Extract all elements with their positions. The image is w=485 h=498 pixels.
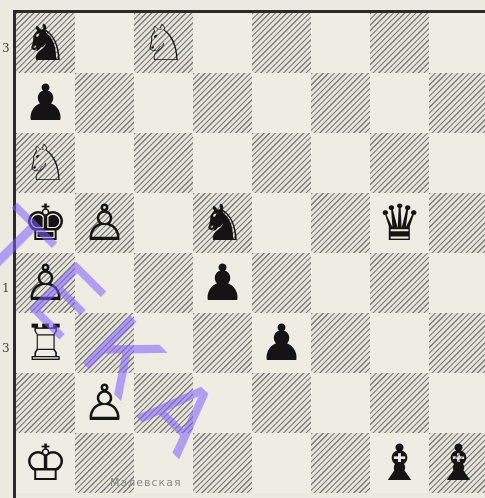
square-b7[interactable] bbox=[75, 73, 134, 133]
black-knight-icon[interactable]: ♞ bbox=[23, 18, 68, 68]
square-h3[interactable] bbox=[429, 313, 485, 373]
white-pawn-icon[interactable]: ♙ bbox=[82, 378, 127, 428]
square-d5[interactable]: ♞ bbox=[193, 193, 252, 253]
square-b2[interactable]: ♙ bbox=[75, 373, 134, 433]
square-c3[interactable] bbox=[134, 313, 193, 373]
square-f1[interactable] bbox=[311, 433, 370, 493]
square-c2[interactable] bbox=[134, 373, 193, 433]
square-g7[interactable] bbox=[370, 73, 429, 133]
black-knight-icon[interactable]: ♞ bbox=[200, 198, 245, 248]
square-e8[interactable] bbox=[252, 13, 311, 73]
square-g1[interactable]: ♝ bbox=[370, 433, 429, 493]
square-h6[interactable] bbox=[429, 133, 485, 193]
square-d8[interactable] bbox=[193, 13, 252, 73]
black-pawn-icon[interactable]: ♟ bbox=[200, 258, 245, 308]
square-h4[interactable] bbox=[429, 253, 485, 313]
square-e4[interactable] bbox=[252, 253, 311, 313]
square-d2[interactable] bbox=[193, 373, 252, 433]
white-pawn-icon[interactable]: ♙ bbox=[23, 258, 68, 308]
square-h5[interactable] bbox=[429, 193, 485, 253]
square-a7[interactable]: ♟ bbox=[16, 73, 75, 133]
square-a1[interactable]: ♔ bbox=[16, 433, 75, 493]
square-g4[interactable] bbox=[370, 253, 429, 313]
board-frame-top bbox=[13, 10, 485, 13]
black-bishop-icon[interactable]: ♝ bbox=[436, 438, 481, 488]
square-c6[interactable] bbox=[134, 133, 193, 193]
square-e6[interactable] bbox=[252, 133, 311, 193]
white-knight-icon[interactable]: ♘ bbox=[141, 18, 186, 68]
square-h8[interactable] bbox=[429, 13, 485, 73]
square-f7[interactable] bbox=[311, 73, 370, 133]
white-king-icon[interactable]: ♔ bbox=[23, 438, 68, 488]
square-f3[interactable] bbox=[311, 313, 370, 373]
square-h1[interactable]: ♝ bbox=[429, 433, 485, 493]
square-c4[interactable] bbox=[134, 253, 193, 313]
square-g8[interactable] bbox=[370, 13, 429, 73]
black-queen-icon[interactable]: ♛ bbox=[377, 198, 422, 248]
footer-caption: Малевская bbox=[110, 476, 182, 489]
square-e5[interactable] bbox=[252, 193, 311, 253]
square-f6[interactable] bbox=[311, 133, 370, 193]
square-d6[interactable] bbox=[193, 133, 252, 193]
square-f2[interactable] bbox=[311, 373, 370, 433]
board-frame-left bbox=[13, 10, 16, 498]
square-g3[interactable] bbox=[370, 313, 429, 373]
square-d3[interactable] bbox=[193, 313, 252, 373]
square-h7[interactable] bbox=[429, 73, 485, 133]
square-c5[interactable] bbox=[134, 193, 193, 253]
square-e3[interactable]: ♟ bbox=[252, 313, 311, 373]
square-b6[interactable] bbox=[75, 133, 134, 193]
square-a4[interactable]: ♙ bbox=[16, 253, 75, 313]
chess-board: ♞ ♘ ♟ ♘ ♚ ♙ ♞ ♛ ♙ ♟ ♖ ♟ ♙ ♔ ♝ ♝ bbox=[16, 13, 485, 498]
square-a3[interactable]: ♖ bbox=[16, 313, 75, 373]
square-f4[interactable] bbox=[311, 253, 370, 313]
square-b5[interactable]: ♙ bbox=[75, 193, 134, 253]
white-knight-icon[interactable]: ♘ bbox=[23, 138, 68, 188]
square-h2[interactable] bbox=[429, 373, 485, 433]
square-e2[interactable] bbox=[252, 373, 311, 433]
square-e7[interactable] bbox=[252, 73, 311, 133]
square-f8[interactable] bbox=[311, 13, 370, 73]
square-a2[interactable] bbox=[16, 373, 75, 433]
square-b8[interactable] bbox=[75, 13, 134, 73]
white-pawn-icon[interactable]: ♙ bbox=[82, 198, 127, 248]
square-c8[interactable]: ♘ bbox=[134, 13, 193, 73]
black-king-icon[interactable]: ♚ bbox=[23, 198, 68, 248]
black-bishop-icon[interactable]: ♝ bbox=[377, 438, 422, 488]
black-pawn-icon[interactable]: ♟ bbox=[23, 78, 68, 128]
rank-label: 3 bbox=[2, 341, 12, 355]
square-g6[interactable] bbox=[370, 133, 429, 193]
square-a5[interactable]: ♚ bbox=[16, 193, 75, 253]
black-pawn-icon[interactable]: ♟ bbox=[259, 318, 304, 368]
square-d4[interactable]: ♟ bbox=[193, 253, 252, 313]
white-rook-icon[interactable]: ♖ bbox=[23, 318, 68, 368]
rank-label: 1 bbox=[2, 281, 12, 295]
square-b3[interactable] bbox=[75, 313, 134, 373]
square-g2[interactable] bbox=[370, 373, 429, 433]
square-e1[interactable] bbox=[252, 433, 311, 493]
rank-label: 3 bbox=[2, 41, 12, 55]
square-a8[interactable]: ♞ bbox=[16, 13, 75, 73]
square-d1[interactable] bbox=[193, 433, 252, 493]
square-d7[interactable] bbox=[193, 73, 252, 133]
square-b4[interactable] bbox=[75, 253, 134, 313]
square-a6[interactable]: ♘ bbox=[16, 133, 75, 193]
square-c7[interactable] bbox=[134, 73, 193, 133]
square-g5[interactable]: ♛ bbox=[370, 193, 429, 253]
square-f5[interactable] bbox=[311, 193, 370, 253]
